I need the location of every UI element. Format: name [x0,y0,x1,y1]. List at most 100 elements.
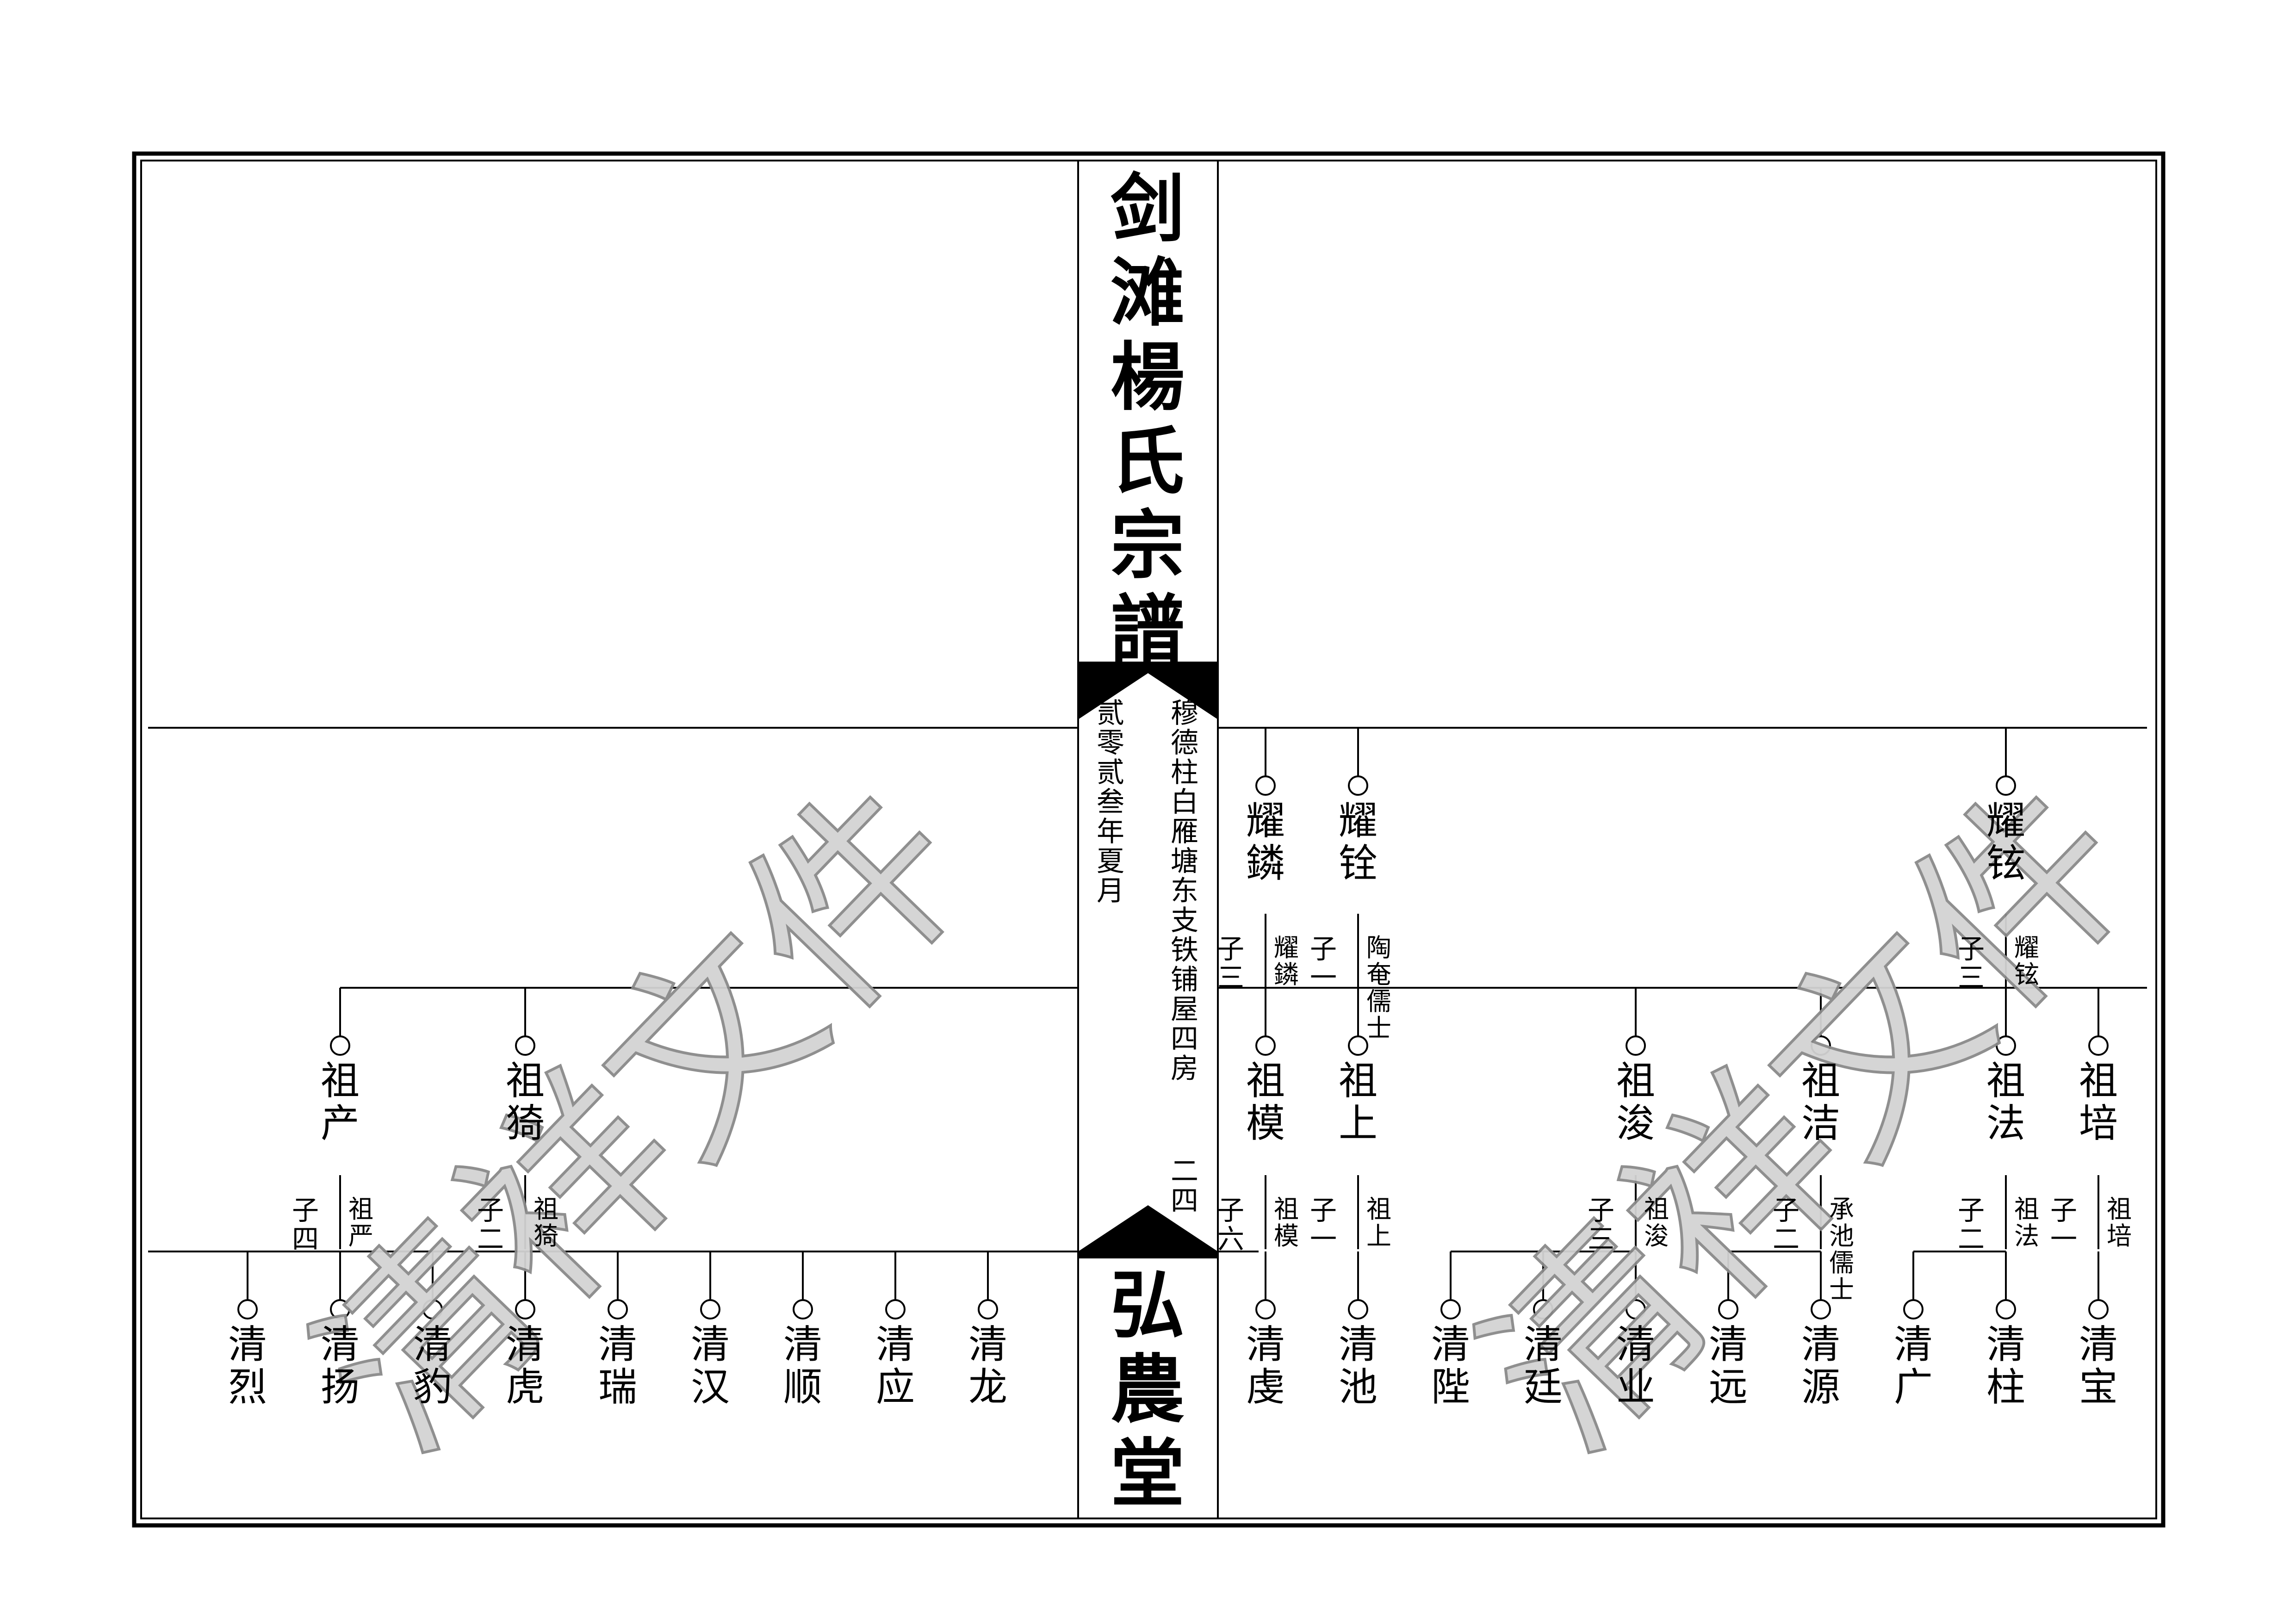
title-char: 滩 [1110,249,1185,336]
node-circle [978,1299,998,1319]
son-count: 子二 [1772,1195,1800,1255]
son-count: 子三 [1217,933,1244,993]
person-name: 清廷 [1523,1322,1563,1410]
inner-border [140,160,2157,1519]
person-name: 清远 [1708,1322,1748,1410]
node-circle [422,1299,443,1319]
node-circle [1533,1299,1553,1319]
person-name: 清龙 [968,1322,1007,1410]
person-name: 耀鏻 [1246,798,1285,886]
node-circle [1348,1299,1368,1319]
person-name: 祖上 [1338,1058,1378,1146]
node-circle [1996,1035,2016,1056]
node-circle [1718,1299,1738,1319]
son-count: 子二 [1957,1195,1985,1255]
person-name: 清顺 [783,1322,822,1410]
person-name: 祖浚 [1616,1058,1655,1146]
node-circle [1626,1299,1646,1319]
father-annotation: 祖浚 [1644,1195,1669,1251]
title-char: 譜 [1110,586,1185,673]
node-circle [1348,775,1368,796]
node-circle [1626,1035,1646,1056]
person-name: 清陛 [1431,1322,1470,1410]
spine-lower-fish-tail [1078,1205,1218,1258]
person-name: 清柱 [1986,1322,2025,1410]
node-circle [608,1299,628,1319]
person-name: 祖培 [2079,1058,2118,1146]
father-annotation: 祖法 [2014,1195,2039,1251]
outer-border [132,151,2166,1528]
person-name: 清烈 [228,1322,267,1410]
node-circle [515,1299,535,1319]
title-char: 氏 [1110,418,1185,505]
node-circle [1996,1299,2016,1319]
person-name: 清池 [1338,1322,1378,1410]
person-name: 清汉 [690,1322,730,1410]
hall-char: 弘 [1110,1262,1185,1349]
hall-char: 農 [1110,1346,1185,1433]
node-circle [330,1299,350,1319]
person-name: 祖模 [1246,1058,1285,1146]
node-circle [885,1299,906,1319]
node-circle [1255,775,1276,796]
person-name: 清业 [1616,1322,1655,1410]
branch-text: 穆德柱白雁塘东支铁铺屋四房 [1171,697,1198,1085]
title-char: 剑 [1110,165,1185,252]
node-circle [1440,1299,1461,1319]
person-name: 祖洁 [1801,1058,1840,1146]
person-name: 耀铉 [1986,798,2025,886]
hall-char: 堂 [1110,1430,1185,1517]
tree-nodes-and-branches [237,727,2147,1319]
spine-upper-fish-tail [1078,662,1218,719]
person-name: 耀铨 [1338,798,1378,886]
person-name: 清虔 [1246,1322,1285,1410]
node-circle [1996,775,2016,796]
father-annotation: 承池儒士 [1829,1195,1854,1304]
title-char: 楊 [1110,334,1185,421]
node-circle [1903,1299,1924,1319]
father-annotation: 耀鏻 [1274,933,1299,989]
father-annotation: 祖上 [1366,1195,1391,1251]
node-circle [2088,1299,2109,1319]
node-circle [2088,1035,2109,1056]
father-annotation: 陶奄儒士 [1366,933,1391,1043]
page-number: 二四 [1171,1155,1198,1217]
person-name: 清瑞 [598,1322,637,1410]
date-text: 贰零贰叁年夏月 [1097,697,1124,907]
person-name: 祖法 [1986,1058,2025,1146]
son-count: 子四 [292,1195,319,1255]
son-count: 子六 [1217,1195,1244,1255]
person-name: 祖猗 [505,1058,545,1146]
son-count: 子一 [2050,1195,2077,1255]
son-count: 子三 [1957,933,1985,993]
father-annotation: 耀铉 [2014,933,2039,989]
father-annotation: 祖猗 [534,1195,558,1251]
father-annotation: 祖严 [348,1195,373,1251]
person-name: 清豹 [413,1322,452,1410]
person-name: 清应 [875,1322,915,1410]
node-circle [1348,1035,1368,1056]
person-name: 清虎 [505,1322,545,1410]
node-circle [515,1035,535,1056]
node-circle [237,1299,258,1319]
node-circle [1811,1299,1831,1319]
node-circle [1255,1035,1276,1056]
son-count: 子二 [477,1195,504,1255]
node-circle [330,1035,350,1056]
person-name: 祖产 [320,1058,360,1146]
person-name: 清扬 [320,1322,360,1410]
node-circle [793,1299,813,1319]
son-count: 子一 [1309,1195,1337,1255]
node-circle [1811,1035,1831,1056]
father-annotation: 祖培 [2107,1195,2132,1251]
node-circle [700,1299,720,1319]
person-name: 清源 [1801,1322,1840,1410]
father-annotation: 祖模 [1274,1195,1299,1251]
node-circle [1255,1299,1276,1319]
person-name: 清宝 [2079,1322,2118,1410]
son-count: 子三 [1587,1195,1614,1255]
person-name: 清广 [1893,1322,1933,1410]
title-char: 宗 [1110,502,1185,589]
